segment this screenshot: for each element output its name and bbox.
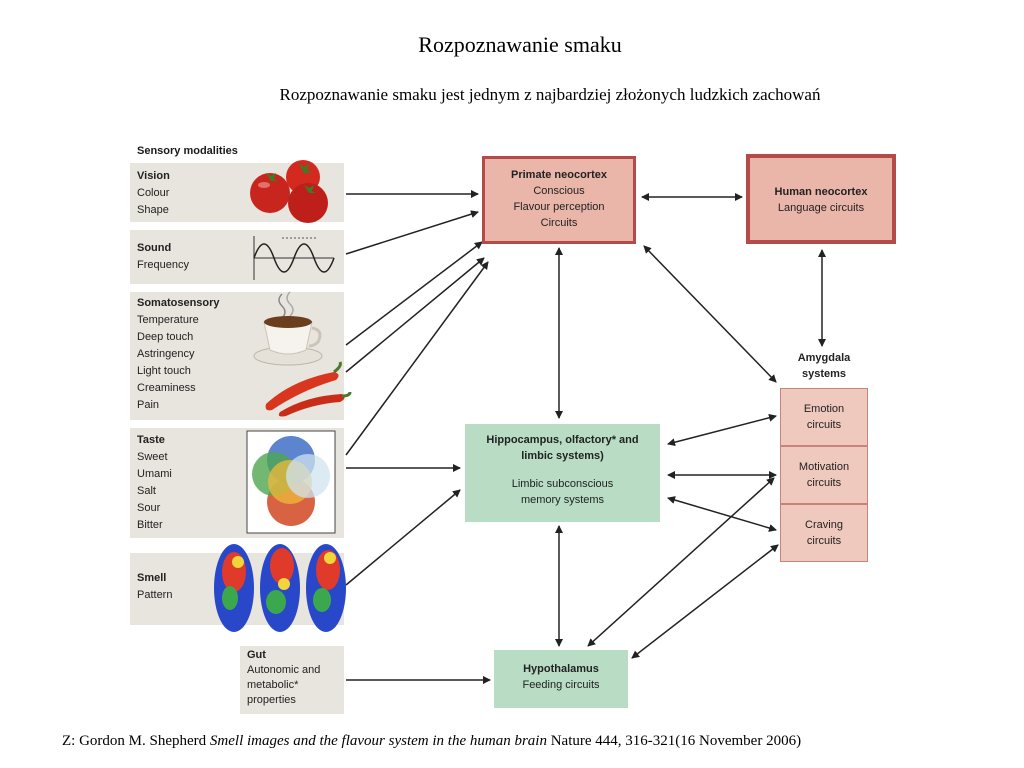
modality-gut: Gut Autonomic and metabolic* properties <box>240 646 344 714</box>
box-title: Human neocortex <box>774 186 868 198</box>
box-line: Feeding circuits <box>522 679 600 691</box>
arrow-taste-neocortex <box>345 261 489 456</box>
modality-item: Salt <box>137 485 156 497</box>
box-title: Primate neocortex <box>511 169 607 181</box>
modality-item: Pain <box>137 399 160 411</box>
modality-title: Vision <box>137 170 170 182</box>
modality-item: Pattern <box>137 589 173 601</box>
gut-title: Gut <box>247 649 266 661</box>
modality-title: Sound <box>137 242 172 254</box>
modality-item: Sweet <box>137 451 168 463</box>
circuit-line1: Motivation <box>798 461 850 473</box>
amygdala-label: Amygdala systems <box>782 350 866 382</box>
arrow-somato2-neocortex <box>345 257 485 373</box>
slide-subtitle: Rozpoznawanie smaku jest jednym z najbar… <box>279 85 821 104</box>
hypothalamus-box: Hypothalamus Feeding circuits <box>494 650 628 708</box>
arrow-primate-amygdala <box>643 245 777 383</box>
arrow-somato-neocortex <box>345 241 483 346</box>
modality-item: Bitter <box>137 519 163 531</box>
arrow-hippocampus-emotion <box>667 413 777 447</box>
arrow-hypothalamus-craving <box>631 544 779 659</box>
modality-sound: Sound Frequency <box>130 230 344 284</box>
gut-line: metabolic* <box>247 679 299 691</box>
box-title-line2: limbic systems) <box>521 450 604 462</box>
craving-circuits-box: Craving circuits <box>780 504 868 562</box>
citation-prefix: Z: Gordon M. Shepherd <box>62 733 210 749</box>
box-line: memory systems <box>520 494 605 506</box>
arrow-sound-neocortex <box>345 210 479 255</box>
modality-item: Light touch <box>137 365 191 377</box>
circuit-line2: circuits <box>806 477 842 489</box>
circuit-line2: circuits <box>806 535 842 547</box>
circuit-line1: Emotion <box>803 403 845 415</box>
box-line: Language circuits <box>777 202 865 214</box>
sensory-modalities-heading: Sensory modalities <box>137 145 238 157</box>
chili-pepper-icon <box>265 361 352 417</box>
box-title: Hypothalamus <box>523 663 599 675</box>
gut-line: properties <box>247 694 296 706</box>
emotion-circuits-box: Emotion circuits <box>780 388 868 446</box>
modality-item: Sour <box>137 502 161 514</box>
sine-wave-icon <box>253 236 335 280</box>
coffee-cup-icon <box>253 291 323 366</box>
primate-neocortex-box: Primate neocortex Conscious Flavour perc… <box>482 156 636 244</box>
citation-title: Smell images and the flavour system in t… <box>209 733 547 749</box>
modality-item: Creaminess <box>137 382 196 394</box>
modality-item: Umami <box>137 468 172 480</box>
amygdala-title-line2: systems <box>801 368 847 380</box>
human-neocortex-box: Human neocortex Language circuits <box>746 154 896 244</box>
slide-title: Rozpoznawanie smaku <box>418 32 622 57</box>
box-title-line1: Hippocampus, olfactory* and <box>486 434 639 446</box>
box-line: Limbic subconscious <box>511 478 614 490</box>
box-line: Flavour perception <box>513 201 605 213</box>
modality-title: Taste <box>137 434 165 446</box>
citation: Z: Gordon M. Shepherd Smell images and t… <box>62 733 801 750</box>
taste-circles-icon <box>246 430 336 534</box>
modality-title: Smell <box>137 572 167 584</box>
hippocampus-box: Hippocampus, olfactory* and limbic syste… <box>465 424 660 522</box>
modality-title: Somatosensory <box>137 297 220 309</box>
circuit-line1: Craving <box>805 519 843 531</box>
circuit-line2: circuits <box>806 419 842 431</box>
modality-item: Temperature <box>137 314 199 326</box>
motivation-circuits-box: Motivation circuits <box>780 446 868 504</box>
tomato-icon <box>250 160 328 223</box>
amygdala-title-line1: Amygdala <box>797 352 851 364</box>
modality-item: Deep touch <box>137 331 194 343</box>
modality-item: Astringency <box>137 348 195 360</box>
modality-item: Colour <box>137 187 170 199</box>
gut-line: Autonomic and <box>247 664 321 676</box>
citation-suffix: Nature 444, 316-321(16 November 2006) <box>546 733 802 749</box>
modality-item: Frequency <box>137 259 189 271</box>
olfactory-map-icon <box>214 544 346 632</box>
arrow-smell-hippocampus <box>345 489 461 586</box>
box-line: Conscious <box>533 185 585 197</box>
modality-item: Shape <box>137 204 169 216</box>
box-line: Circuits <box>540 217 578 229</box>
